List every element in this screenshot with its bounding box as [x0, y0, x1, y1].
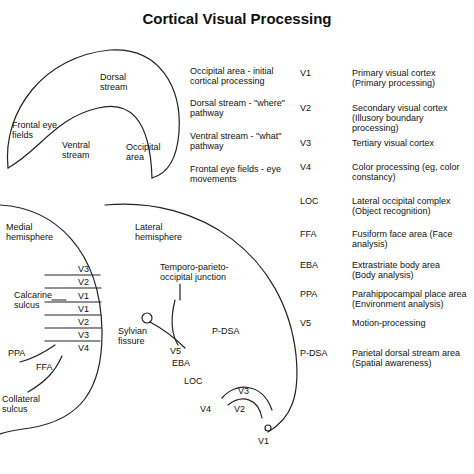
region-label: Frontal eye fields	[12, 120, 64, 140]
key-abbrev: V3	[300, 138, 311, 148]
sylvian-marker	[142, 313, 152, 323]
key-abbrev: EBA	[300, 260, 318, 270]
area-label: LOC	[184, 376, 203, 386]
key-text: Extrastriate body area (Body analysis)	[352, 260, 462, 280]
area-label: V5	[170, 346, 181, 356]
key-text: Fusiform face area (Face analysis)	[352, 229, 462, 249]
key-text: Secondary visual cortex (Illusory bounda…	[352, 103, 472, 133]
area-label: V2	[78, 317, 89, 327]
key-abbrev: PPA	[300, 289, 317, 299]
view-label: Medial hemisphere	[6, 222, 58, 242]
key-abbrev: V1	[300, 68, 311, 78]
area-label: PPA	[8, 348, 25, 358]
key-text: Parahippocampal place area (Environment …	[352, 289, 472, 309]
pole-marker	[265, 425, 271, 431]
key-text: Primary visual cortex (Primary processin…	[352, 68, 464, 88]
area-label: P-DSA	[212, 326, 240, 336]
sylvian-fissure	[150, 322, 185, 348]
calcarine-leader	[52, 299, 66, 300]
sulcus-label: Calcarine sulcus	[14, 290, 54, 310]
region-label: Ventral stream	[62, 140, 107, 160]
collateral-sulcus	[20, 345, 62, 392]
key-text: Motion-processing	[352, 318, 462, 328]
key-abbrev: FFA	[300, 229, 317, 239]
description: Frontal eye fields - eye movements	[190, 164, 290, 184]
lateral-outline	[105, 204, 297, 432]
key-text: Lateral occipital complex (Object recogn…	[352, 196, 470, 216]
region-label: Occipital area	[126, 142, 174, 162]
medial-outline	[0, 205, 102, 434]
description: Ventral stream - "what" pathway	[190, 131, 290, 151]
key-text: Tertiary visual cortex	[352, 138, 470, 148]
area-label: V4	[200, 404, 211, 414]
key-abbrev: P-DSA	[300, 348, 328, 358]
area-label: V1	[78, 291, 89, 301]
brain-outline	[7, 50, 179, 178]
diagram-title: Cortical Visual Processing	[0, 10, 474, 27]
region-label: Sylvian fissure	[118, 326, 162, 346]
description: Dorsal stream - "where" pathway	[190, 98, 290, 118]
area-label: V3	[238, 386, 249, 396]
key-text: Parietal dorsal stream area (Spatial awa…	[352, 348, 470, 368]
area-boundaries	[45, 275, 101, 341]
area-label: EBA	[172, 358, 190, 368]
area-label: V1	[78, 304, 89, 314]
key-text: Color processing (eg, color constancy)	[352, 162, 462, 182]
area-label: V1	[258, 436, 269, 446]
region-label: Dorsal stream	[100, 72, 142, 92]
area-label: V3	[78, 264, 89, 274]
area-label: V3	[78, 330, 89, 340]
area-label: FFA	[36, 362, 53, 372]
area-label: V2	[78, 277, 89, 287]
key-abbrev: V2	[300, 103, 311, 113]
view-label: Lateral hemisphere	[135, 222, 191, 242]
key-abbrev: LOC	[300, 196, 319, 206]
junction-leader	[172, 284, 180, 345]
description: Occipital area - initial cortical proces…	[190, 66, 294, 86]
sulcus-label: Collateral sulcus	[2, 394, 50, 414]
key-abbrev: V5	[300, 318, 311, 328]
area-label: V4	[78, 343, 89, 353]
area-label: V2	[234, 404, 245, 414]
key-abbrev: V4	[300, 162, 311, 172]
region-label: Temporo-parieto-occipital junction	[160, 262, 246, 282]
